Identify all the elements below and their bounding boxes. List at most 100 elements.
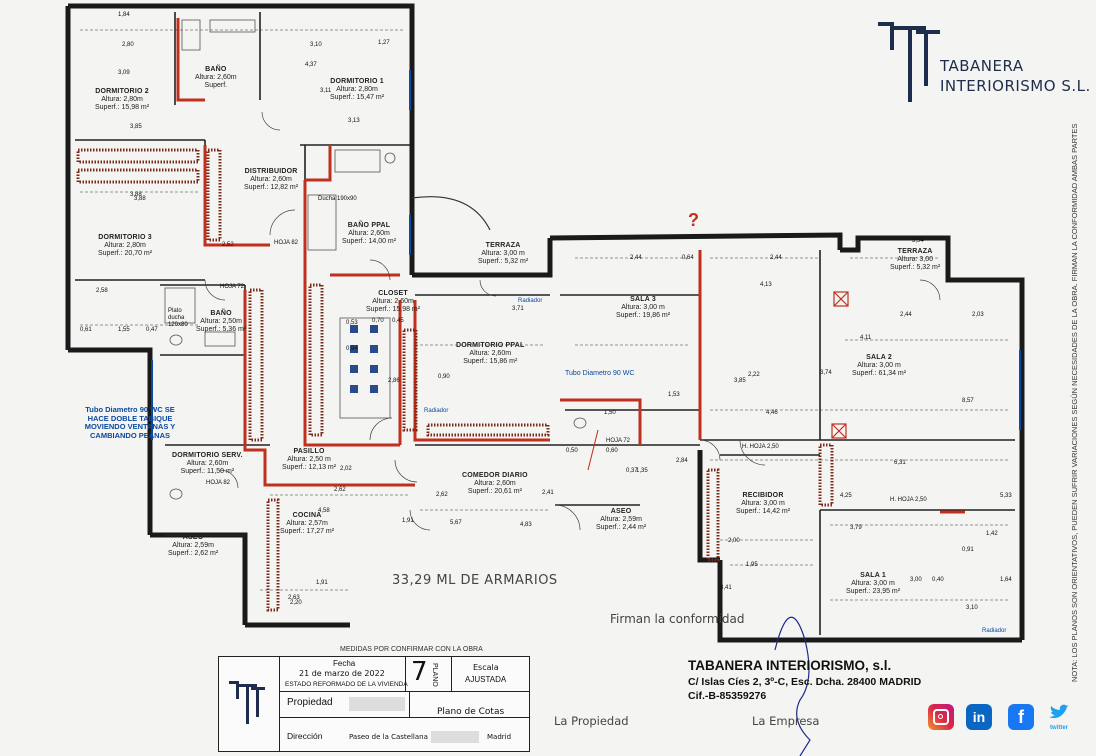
dimension-value: 2,44	[900, 312, 912, 318]
dimension-value: 8,57	[962, 398, 974, 404]
dimension-value: 3,94	[912, 238, 924, 244]
dimension-value: 3,74	[820, 370, 832, 376]
dimension-value: 3,00	[910, 577, 922, 583]
dimension-value: 1,50	[604, 410, 616, 416]
dimension-value: 2,80	[122, 42, 134, 48]
pipe-note: Tubo Diametro 90 WC	[565, 370, 635, 377]
plan-label: PLANO	[431, 663, 438, 687]
dimension-value: 4,83	[520, 522, 532, 528]
radiator-label: Radiador	[518, 298, 543, 304]
dimension-value: 3,10	[966, 605, 978, 611]
dimension-value: 2,62	[334, 487, 346, 493]
dimension-value: 3,13	[348, 118, 360, 124]
dimension-value: 0,40	[932, 577, 944, 583]
date-value: 21 de marzo de 2022	[299, 669, 385, 678]
dimension-value: 1,84	[118, 12, 130, 18]
tabanera-logo-icon	[878, 22, 940, 102]
dimension-value: 5,67	[450, 520, 462, 526]
dimension-value: 2,20	[290, 600, 302, 606]
tabanera-logo-icon	[229, 681, 265, 724]
date-label: Fecha	[333, 659, 356, 668]
dimension-value: 0,64	[682, 255, 694, 261]
company-signature-label: La Empresa	[752, 714, 820, 728]
dimension-value: 1,91	[316, 580, 328, 586]
redacted-field	[431, 731, 479, 743]
radiator-label: Radiador	[982, 628, 1007, 634]
shower-label: Ducha 190x90	[318, 196, 357, 202]
dimension-value: 2,62	[436, 492, 448, 498]
dimension-value: 0,50	[566, 448, 578, 454]
dimension-value: 1,53	[668, 392, 680, 398]
dimension-value: 0,94	[346, 346, 358, 352]
door-label: HOJA 72	[606, 438, 631, 444]
dimension-value: 4,37	[305, 62, 317, 68]
dimension-value: 2,84	[676, 458, 688, 464]
dimension-value: 2,02	[340, 466, 352, 472]
radiator-label: Radiador	[424, 408, 449, 414]
dimension-value: 3,85	[734, 378, 746, 384]
dimension-value: 0,70	[372, 318, 384, 324]
title-block: Fecha 21 de marzo de 2022 ESTADO REFORMA…	[218, 656, 530, 752]
dimension-value: 4,25	[840, 493, 852, 499]
dimension-value: 2,22	[748, 372, 760, 378]
instagram-icon[interactable]	[928, 704, 954, 730]
door-label: H. HOJA 2,50	[890, 497, 927, 503]
twitter-icon[interactable]: twitter	[1044, 704, 1074, 731]
dimension-value: 3,88	[134, 196, 146, 202]
city-value: Madrid	[487, 733, 512, 741]
scale-label: Escala	[473, 663, 499, 672]
dimension-value: 0,45	[392, 318, 404, 324]
address-value: Paseo de la Castellana	[349, 733, 428, 741]
dimension-value: 3,09	[118, 70, 130, 76]
property-label: Propiedad	[287, 697, 333, 708]
owner-signature-label: La Propiedad	[554, 714, 629, 728]
dimension-value: 2,86	[388, 378, 400, 384]
dimension-value: 0,60	[606, 448, 618, 454]
wardrobe-total: 33,29 ML DE ARMARIOS	[392, 573, 558, 588]
scale-value: AJUSTADA	[465, 675, 507, 684]
dimension-value: 5,33	[1000, 493, 1012, 499]
dimension-value: 0,61	[80, 327, 92, 333]
dimension-value: 2,58	[96, 288, 108, 294]
plan-number: 7	[411, 657, 428, 687]
dimension-value: 2,03	[972, 312, 984, 318]
dimension-value: 4,11	[860, 335, 872, 341]
redacted-field	[349, 697, 405, 711]
plan-name: Plano de Cotas	[437, 707, 505, 717]
shower-label: Plato ducha 120x80	[168, 308, 188, 328]
dimension-value: 4,46	[766, 410, 778, 416]
dimension-value: 1,95	[746, 562, 758, 568]
state-value: ESTADO REFORMADO DE LA VIVIENDA	[285, 681, 408, 688]
brand-name: TABANERA INTERIORISMO S.L.	[940, 57, 1091, 95]
dimension-value: 1,55	[118, 327, 130, 333]
facebook-icon[interactable]: f	[1008, 704, 1034, 730]
company-info: TABANERA INTERIORISMO, s.l. C/ Islas Cíe…	[688, 658, 922, 702]
dimension-value: 2,52	[222, 242, 234, 248]
dimension-value: 3,79	[850, 525, 862, 531]
dimension-value: 3,88	[130, 192, 142, 198]
question-mark: ?	[688, 210, 699, 230]
linkedin-icon[interactable]: in	[966, 704, 992, 730]
dimension-value: 0,90	[438, 374, 450, 380]
side-note: NOTA: LOS PLANOS SON ORIENTATIVOS, PUEDE…	[1070, 123, 1079, 682]
dimension-value: 3,10	[310, 42, 322, 48]
door-label: H. HOJA 2,50	[742, 444, 779, 450]
measure-note: MEDIDAS POR CONFIRMAR CON LA OBRA	[340, 646, 483, 653]
